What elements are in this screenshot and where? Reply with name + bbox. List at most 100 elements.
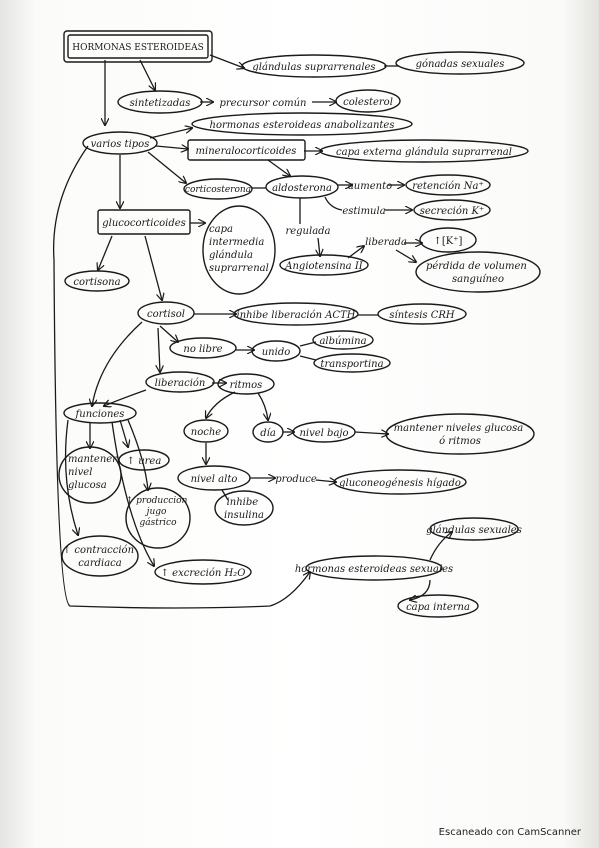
node-unido: unido: [251, 340, 301, 362]
mantener-glucosa-line-1: mantener: [68, 454, 118, 465]
edge-mineralo-aldosterona: [267, 159, 290, 176]
jugo-line-1: ↑ producción: [126, 495, 188, 506]
svg-text:mantener nivel: mantener nivel glucosa: [68, 454, 120, 491]
label-precursor-comun: precursor común: [219, 98, 306, 109]
edge-gluco-cortisona: [98, 235, 113, 270]
node-no-libre: no libre: [169, 337, 237, 359]
node-noche: noche: [183, 419, 229, 443]
node-gluconeogenesis: gluconeogénesis hígado: [333, 469, 467, 495]
node-cortisona: cortisona: [64, 270, 130, 292]
edge-sexuales-capa-interna: [410, 579, 431, 600]
mantener-niveles-line-1: mantener niveles glucosa: [394, 423, 524, 434]
svg-text:noche: noche: [191, 427, 222, 438]
node-angiotensina: Angiotensina II: [279, 254, 369, 276]
node-transportina: transportina: [313, 353, 391, 373]
edge-funciones-urea: [119, 419, 128, 447]
perdida-line-1: pérdida de volumen: [426, 261, 527, 272]
svg-text:gónadas sexuales: gónadas sexuales: [416, 59, 505, 70]
node-urea: ↑ urea: [118, 449, 170, 471]
edge-funciones-jugo: [127, 419, 148, 490]
svg-text:capa interna: capa interna: [406, 602, 470, 613]
capa-intermedia-line-2: intermedia: [209, 237, 264, 248]
label-liberada: liberada: [365, 237, 407, 248]
svg-text:hormonas esteroideas anaboliza: hormonas esteroideas anabolizantes: [210, 120, 395, 131]
edge-angiotensina-liberada: [347, 246, 364, 259]
edge-title-glandulas: [209, 54, 244, 68]
node-ritmos: ritmos: [217, 373, 275, 395]
svg-text:varios tipos: varios tipos: [91, 139, 150, 150]
label-estimula: estimula: [342, 206, 385, 217]
node-excrecion-h2o: ↑ excreción H₂O: [154, 559, 252, 585]
inhibe-insulina-line-1: inhibe: [227, 497, 259, 508]
edge-sexuales-glandulas: [429, 532, 452, 561]
svg-text:síntesis CRH: síntesis CRH: [389, 310, 455, 321]
svg-text:inhibe liberación ACTH: inhibe liberación ACTH: [237, 310, 356, 321]
svg-text:gluconeogénesis hígado: gluconeogénesis hígado: [339, 478, 461, 489]
node-inhibe-insulina: inhibe insulina: [214, 490, 274, 526]
mantener-glucosa-line-3: glucosa: [68, 480, 107, 491]
svg-text:capa intermedia: capa intermedia glándula suprarrenal: [209, 224, 269, 274]
svg-text:↑[K⁺]: ↑[K⁺]: [434, 236, 463, 247]
edge-unido-transportina: [299, 355, 317, 361]
svg-text:aldosterona: aldosterona: [272, 183, 332, 194]
capa-intermedia-line-3: glándula: [209, 250, 253, 261]
node-hormonas-sexuales: hormonas esteroideas sexuales: [295, 555, 453, 581]
node-aldosterona: aldosterona: [265, 175, 339, 199]
node-nivel-alto: nivel alto: [177, 465, 251, 491]
inhibe-insulina-line-2: insulina: [224, 510, 264, 521]
svg-text:capa externa glándula suprarre: capa externa glándula suprarrenal: [336, 147, 512, 158]
node-mantener-glucosa: mantener nivel glucosa: [58, 446, 122, 504]
svg-text:día: día: [260, 428, 276, 439]
svg-text:cortisol: cortisol: [147, 309, 185, 320]
svg-text:nivel alto: nivel alto: [191, 474, 238, 485]
svg-text:liberación: liberación: [155, 378, 206, 389]
node-secrecion-k: secreción K⁺: [413, 199, 491, 221]
node-glandulas-suprarrenales: glándulas suprarrenales: [241, 54, 387, 78]
label-hormonas-esteroideas: HORMONAS ESTEROIDEAS: [72, 43, 203, 53]
svg-text:secreción K⁺: secreción K⁺: [420, 206, 485, 217]
svg-text:↑ contracción cardiaca: ↑ contracción cardiaca: [63, 545, 137, 569]
edge-tipos-anabolizantes: [149, 128, 192, 139]
mantener-niveles-line-2: ó ritmos: [439, 436, 481, 447]
node-capa-intermedia: capa intermedia glándula suprarrenal: [202, 205, 276, 295]
svg-text:colesterol: colesterol: [343, 97, 393, 108]
edges: [52, 54, 452, 609]
svg-text:corticosterona: corticosterona: [185, 185, 251, 195]
svg-text:nivel bajo: nivel bajo: [299, 428, 348, 439]
edge-tipos-corticosterona: [147, 151, 186, 183]
scanner-watermark: Escaneado con CamScanner: [438, 827, 581, 838]
node-sintetizadas: sintetizadas: [117, 90, 203, 114]
svg-text:inhibe insulina: inhibe insulina: [224, 497, 264, 521]
label-aumento: aumento: [348, 181, 392, 192]
node-cortisol: cortisol: [137, 301, 195, 325]
mantener-glucosa-line-2: nivel: [68, 467, 92, 478]
node-nivel-bajo: nivel bajo: [292, 421, 356, 443]
perdida-line-2: sanguíneo: [452, 274, 504, 285]
jugo-line-3: gástrico: [139, 517, 177, 528]
node-contraccion-cardiaca: ↑ contracción cardiaca: [61, 535, 139, 577]
jugo-line-2: jugo: [145, 507, 167, 517]
svg-text:pérdida de volumen san: pérdida de volumen sanguíneo: [426, 261, 530, 285]
edge-gluco-cortisol: [144, 235, 162, 300]
svg-text:mantener niveles glucosa: mantener niveles glucosa ó ritmos: [394, 423, 527, 447]
contraccion-line-1: ↑ contracción: [63, 545, 134, 556]
edge-ritmos-noche: [206, 391, 236, 418]
edge-ritmos-dia: [257, 392, 268, 420]
svg-text:no libre: no libre: [183, 344, 222, 355]
svg-text:funciones: funciones: [75, 409, 125, 420]
node-capa-externa: capa externa glándula suprarrenal: [319, 139, 529, 163]
node-glandulas-sexuales: glándulas sexuales: [426, 517, 522, 541]
edge-cortisol-nolibre: [159, 325, 178, 342]
svg-text:glucocorticoides: glucocorticoides: [102, 218, 186, 229]
svg-text:ritmos: ritmos: [230, 380, 263, 391]
node-dia: día: [252, 421, 284, 443]
edge-regulada-angiotensina: [318, 237, 320, 256]
svg-text:glándulas suprarrenales: glándulas suprarrenales: [252, 62, 375, 73]
svg-text:glándulas sexuales: glándulas sexuales: [426, 525, 522, 536]
node-gonadas-sexuales: gónadas sexuales: [395, 51, 525, 75]
edge-tipos-sexuales: [52, 145, 310, 609]
svg-text:↑ urea: ↑ urea: [127, 456, 162, 467]
node-jugo-gastrico: ↑ producción jugo gástrico: [125, 487, 191, 549]
